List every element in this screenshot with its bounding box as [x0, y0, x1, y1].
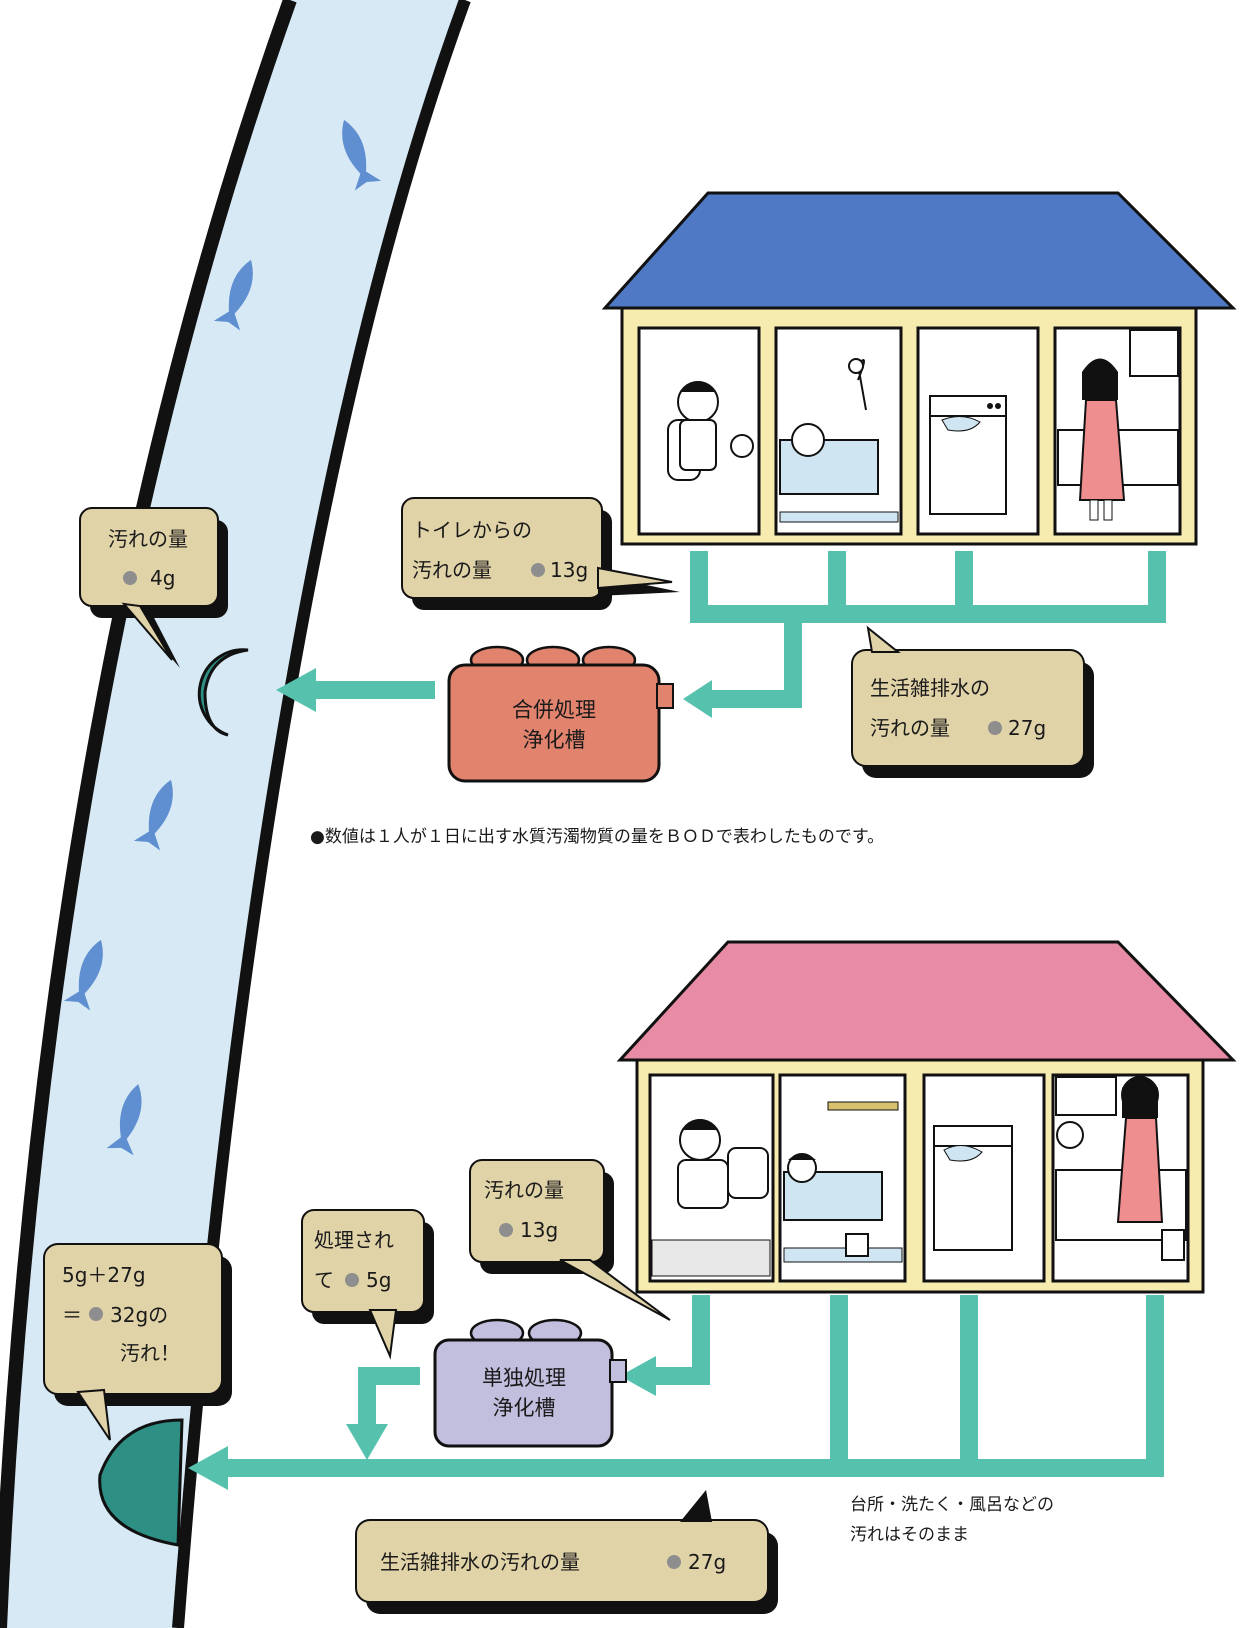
bottom-greywater-callout: 生活雑排水の汚れの量 27g [355, 1490, 778, 1614]
combined-treatment-tank: 合併処理 浄化槽 [447, 645, 674, 783]
top-toilet-callout: トイレからの 汚れの量 13g [401, 497, 680, 610]
toilet-room [637, 326, 761, 536]
river-bank-left [0, 0, 297, 1628]
dot-icon [345, 1273, 359, 1287]
laundry-room [916, 326, 1040, 536]
top-river-callout-value: 4g [150, 566, 175, 590]
house-bottom-roof [616, 940, 1237, 1062]
bottom-greywater-callout-value: 27g [688, 1550, 726, 1574]
kitchen-room [1053, 326, 1182, 536]
fish-icon [342, 119, 382, 191]
arrow-to-river-bottom [188, 1446, 228, 1490]
bottom-river-callout-line2-text: ＝ [62, 1303, 82, 1327]
house-bottom [616, 940, 1237, 1294]
top-river-callout-line1: 汚れの量 [108, 527, 188, 551]
arrow-into-combined-tank [683, 680, 712, 718]
top-pipes [276, 551, 1166, 718]
bottom-toilet-callout-line1: 汚れの量 [484, 1178, 564, 1202]
single-tank-label-1: 単独処理 [482, 1366, 566, 1390]
fish-icon [213, 259, 253, 331]
kitchen-room [1051, 1073, 1190, 1283]
bottom-treated-callout-value: 5g [366, 1268, 391, 1292]
combined-tank-label-1: 合併処理 [512, 698, 596, 722]
bottom-river-callout-line3: 汚れ！ [120, 1341, 180, 1365]
top-river-callout: 汚れの量 4g [79, 507, 228, 668]
arrow-into-single-tank [620, 1356, 656, 1396]
pollution-blob-bottom [98, 1418, 184, 1547]
house-top-roof [601, 191, 1237, 310]
dot-icon [531, 563, 545, 577]
dot-icon [499, 1223, 513, 1237]
pollution-blob-top [197, 648, 249, 737]
toilet-room [648, 1073, 775, 1283]
bottom-greywater-callout-text: 生活雑排水の汚れの量 [380, 1550, 580, 1574]
house-top [601, 191, 1237, 546]
top-toilet-callout-value: 13g [550, 558, 588, 582]
fish-icon [63, 939, 103, 1011]
top-greywater-callout-line1: 生活雑排水の [870, 676, 990, 700]
bottom-toilet-callout: 汚れの量 13g [469, 1159, 671, 1321]
top-toilet-callout-line1: トイレからの [412, 518, 532, 542]
bod-note: ●数値は１人が１日に出す水質汚濁物質の量をＢＯＤで表わしたものです。 [310, 827, 884, 847]
dot-icon [89, 1307, 103, 1321]
river-water [0, 0, 465, 1628]
single-treatment-tank: 単独処理 浄化槽 [433, 1318, 627, 1448]
bottom-annotation-line1: 台所・洗たく・風呂などの [850, 1495, 1054, 1515]
bottom-river-callout: 5g＋27g ＝ 32gの 汚れ！ [43, 1243, 232, 1441]
bottom-river-callout-line1: 5g＋27g [62, 1263, 146, 1287]
bath-room [778, 1073, 907, 1283]
bottom-toilet-callout-value: 13g [520, 1218, 558, 1242]
bath-room [774, 326, 903, 536]
top-greywater-callout-value: 27g [1008, 716, 1046, 740]
bottom-treated-callout: 処理され て 5g [301, 1209, 434, 1360]
laundry-room [922, 1073, 1046, 1283]
bottom-annotation-line2: 汚れはそのまま [850, 1525, 969, 1545]
dot-icon [667, 1555, 681, 1569]
combined-tank-label-2: 浄化槽 [523, 728, 586, 752]
bottom-pipes [188, 1295, 1164, 1490]
bottom-treated-callout-line1: 処理され [314, 1228, 394, 1252]
bottom-river-callout-line2-value: 32gの [110, 1303, 168, 1327]
top-greywater-callout-line2-text: 汚れの量 [870, 716, 950, 740]
fish-icon [106, 1084, 142, 1156]
dot-icon [123, 571, 137, 585]
top-greywater-callout: 生活雑排水の 汚れの量 27g [851, 625, 1094, 778]
dot-icon [988, 721, 1002, 735]
single-tank-label-2: 浄化槽 [493, 1396, 556, 1420]
bottom-treated-callout-line2-text: て [314, 1268, 334, 1292]
top-toilet-callout-line2-text: 汚れの量 [412, 558, 492, 582]
fish-icon [133, 779, 173, 851]
arrow-to-river-top [276, 668, 316, 712]
arrow-treated-down [346, 1424, 388, 1460]
